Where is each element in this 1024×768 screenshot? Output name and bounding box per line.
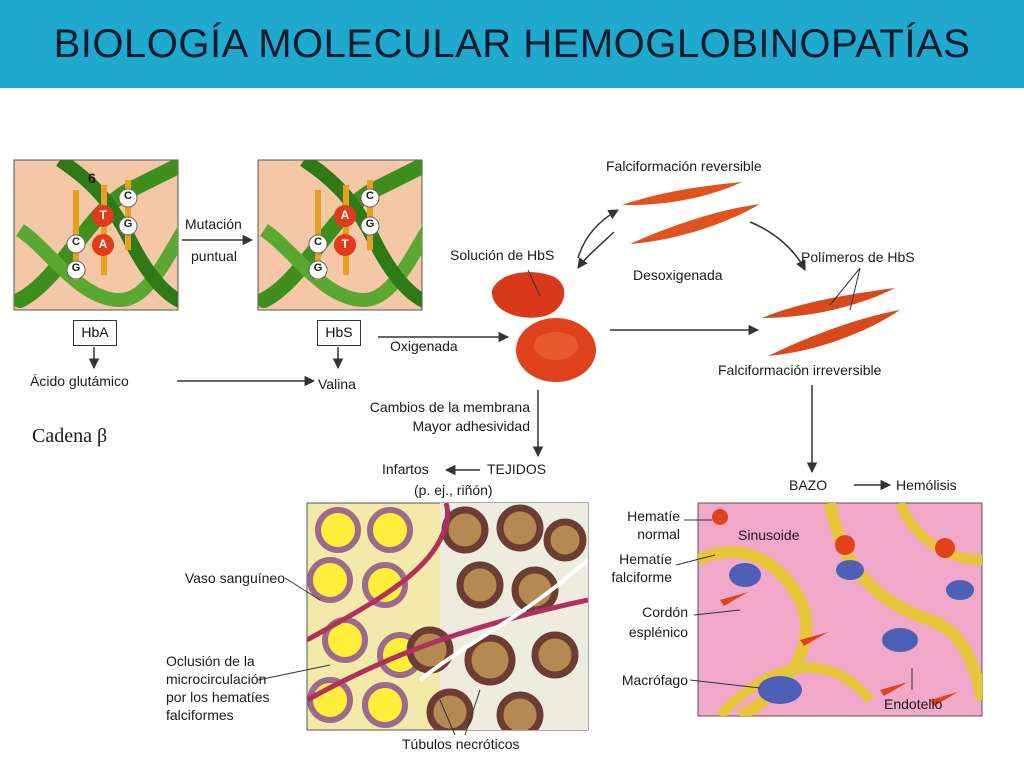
base-label: G xyxy=(71,262,81,274)
flow-arrows xyxy=(88,209,892,491)
necrotic-tubules-label: Túbulos necróticos xyxy=(402,736,520,752)
macrophage-label: Macrófago xyxy=(621,672,688,688)
sickle-rbc-label-1: Hematíe xyxy=(619,551,672,567)
sickle-rbc-label-2: falciforme xyxy=(611,569,672,585)
beta-chain-label: Cadena β xyxy=(32,425,108,447)
adhesivity-label: Mayor adhesividad xyxy=(412,418,530,434)
normal-rbc-icon xyxy=(712,509,728,525)
splenic-cord-label-2: esplénico xyxy=(628,624,688,640)
hbs-polymers xyxy=(762,288,900,356)
kidney-example-label: (p. ej., riñón) xyxy=(414,482,493,498)
base-label: C xyxy=(366,190,374,202)
base-label: A xyxy=(98,237,108,251)
base-c1 xyxy=(118,188,138,208)
dna-panel-mutant xyxy=(257,159,423,311)
base-label: G xyxy=(123,218,133,230)
base-label: G xyxy=(313,262,323,274)
kidney-tissue-panel xyxy=(306,502,589,731)
base-g2 xyxy=(66,260,86,280)
irreversible-sickling-label: Falciformación irreversible xyxy=(718,362,882,378)
base-label: C xyxy=(72,236,80,248)
hbs-solution-label: Solución de HbS xyxy=(450,247,555,263)
blood-vessel-label: Vaso sanguíneo xyxy=(184,570,285,586)
mutation-label: Mutación xyxy=(185,216,242,232)
base-label: A xyxy=(340,208,350,222)
base-c2 xyxy=(66,234,86,254)
valine-label: Valina xyxy=(318,376,356,392)
hbs-polymers-label: Polímeros de HbS xyxy=(801,249,915,265)
occlusion-label-1: Oclusión de la xyxy=(166,653,255,669)
header-bar xyxy=(0,0,1024,88)
pointer-lines xyxy=(527,267,861,311)
deoxygenated-label: Desoxigenada xyxy=(633,267,723,283)
tissues-label: TEJIDOS xyxy=(487,461,547,477)
normal-rbc-label-2: normal xyxy=(637,526,680,542)
tissue-pointers xyxy=(257,577,481,736)
dna-panel-normal xyxy=(13,159,179,311)
spleen-pointers xyxy=(675,519,913,690)
spleen-panel xyxy=(697,502,983,717)
endothelium-label: Endotelio xyxy=(884,696,943,712)
membrane-changes-label: Cambios de la membrana xyxy=(369,399,530,415)
occlusion-label-2: microcirculación xyxy=(166,671,267,687)
splenic-cord-label-1: Cordón xyxy=(642,604,688,620)
base-label: C xyxy=(124,190,132,202)
base-a-normal xyxy=(92,234,114,256)
occlusion-label-4: falciformes xyxy=(166,707,234,723)
base-label: T xyxy=(341,237,349,251)
base-g1 xyxy=(118,216,138,236)
base-label: T xyxy=(99,208,107,222)
glutamic-acid-label: Ácido glutámico xyxy=(30,373,129,389)
spleen-label: BAZO xyxy=(789,477,828,493)
page-title: BIOLOGÍA MOLECULAR HEMOGLOBINOPATÍAS xyxy=(53,22,971,66)
base-label: C xyxy=(314,236,322,248)
sickle-cells-reversible xyxy=(622,182,760,244)
red-blood-cells xyxy=(491,272,596,382)
normal-rbc-label-1: Hematíe xyxy=(627,508,680,524)
base-t-normal xyxy=(92,205,114,227)
hbs-box: HbS xyxy=(317,320,361,346)
infarcts-label: Infartos xyxy=(382,461,429,477)
mutation-label-2: puntual xyxy=(191,248,237,264)
reversible-sickling-label: Falciformación reversible xyxy=(606,158,762,174)
hba-box: HbA xyxy=(73,320,117,346)
base-label: G xyxy=(365,218,375,230)
hemolysis-label: Hemólisis xyxy=(896,477,957,493)
occlusion-label-3: por los hematíes xyxy=(166,689,270,705)
sinusoid-label: Sinusoide xyxy=(738,527,800,543)
codon-number: 6 xyxy=(88,170,96,186)
oxygenated-label: Oxigenada xyxy=(390,338,458,354)
